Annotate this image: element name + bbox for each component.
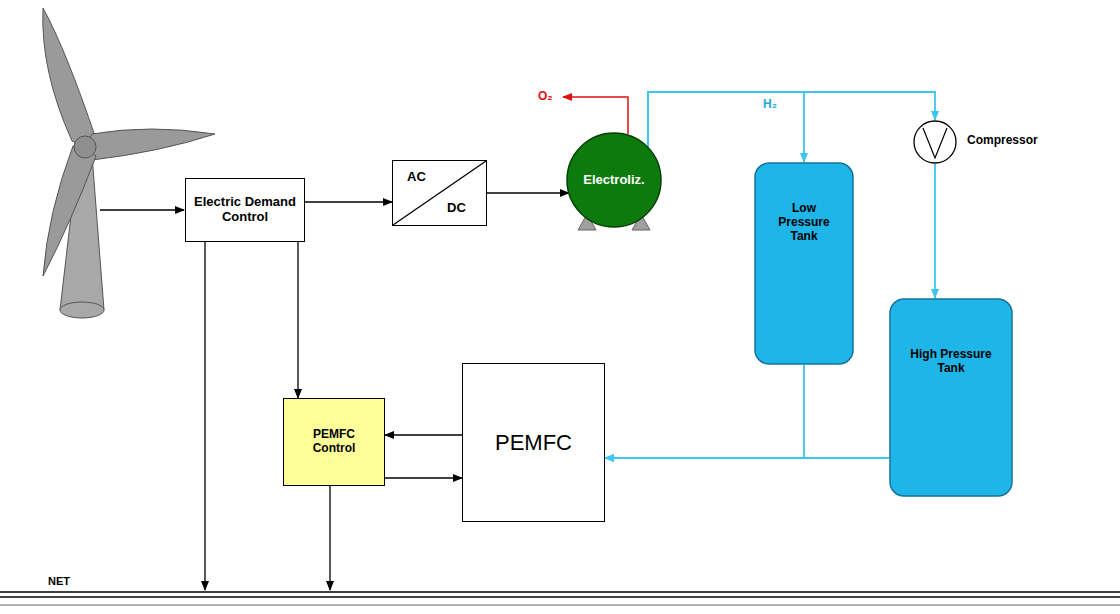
power-line xyxy=(297,242,298,398)
converter-box-outline xyxy=(393,161,486,225)
power-line xyxy=(385,434,462,435)
node-content: Low Pressure Tank xyxy=(754,162,854,365)
turbine-blade xyxy=(43,146,96,276)
node-content: Electroliz. xyxy=(566,132,662,228)
grid-arrow xyxy=(204,242,205,590)
turbine-base xyxy=(60,302,104,318)
converter-box: AC DC xyxy=(392,160,487,226)
node-content: Electric Demand Control xyxy=(186,179,304,241)
tank-box: Low Pressure Tank xyxy=(754,162,854,365)
tank-box: High Pressure Tank xyxy=(889,298,1013,497)
fuel-cell-box: PEMFC xyxy=(462,363,605,522)
node-text: PEMFC Control xyxy=(292,428,376,456)
node-text: Low Pressure Tank xyxy=(768,202,840,243)
node-content: AC DC xyxy=(393,161,486,225)
control-box: Electric Demand Control xyxy=(185,178,305,242)
turbine-hub xyxy=(74,136,96,158)
node-text: High Pressure Tank xyxy=(907,348,995,376)
hydrogen-pipe xyxy=(934,164,936,298)
node-text: PEMFC xyxy=(495,430,572,455)
tank-body xyxy=(890,299,1012,496)
node-content: PEMFC xyxy=(463,364,604,521)
grid-line xyxy=(0,591,1120,593)
converter-diagonal xyxy=(393,161,486,225)
power-arrow xyxy=(100,209,184,210)
hydrogen-pipe xyxy=(648,92,804,162)
hydrogen-pipe xyxy=(605,365,804,458)
hydrogen-pipe xyxy=(648,92,935,148)
tank-box-outline xyxy=(889,298,1013,497)
flow-label: H₂ xyxy=(763,97,777,111)
compressor-vane xyxy=(923,128,947,158)
tank-box-outline xyxy=(754,162,854,365)
compressor-body xyxy=(914,121,956,163)
grid-line xyxy=(0,604,1120,606)
flow-label: NET xyxy=(48,575,70,587)
compressor-symbol-outline xyxy=(913,120,957,164)
compressor-symbol: Compressor xyxy=(913,120,957,164)
power-line xyxy=(305,201,392,202)
node-text: Compressor xyxy=(967,134,1038,148)
turbine-blade xyxy=(43,8,96,147)
node-text: Electroliz. xyxy=(583,173,644,188)
node-text: Electric Demand Control xyxy=(192,195,298,225)
grid-line xyxy=(0,596,1120,598)
electrolyzer-body xyxy=(567,133,661,227)
node-content: High Pressure Tank xyxy=(889,298,1013,497)
oxygen-arrow xyxy=(563,97,628,134)
node-text: AC xyxy=(407,170,426,185)
node-content: Compressor xyxy=(913,120,957,164)
flow-label: O₂ xyxy=(538,89,553,103)
tank-body xyxy=(755,163,853,364)
node-text: DC xyxy=(447,201,466,216)
hydrogen-pipe xyxy=(605,457,889,459)
power-line xyxy=(385,477,462,478)
electrolyzer-circle: Electroliz. xyxy=(566,132,662,228)
node-content: PEMFC Control xyxy=(284,399,384,485)
wind-turbine xyxy=(43,8,215,318)
power-line xyxy=(487,192,569,193)
turbine-blade xyxy=(85,129,215,160)
grid-arrow xyxy=(329,486,330,590)
control-box: PEMFC Control xyxy=(283,398,385,486)
